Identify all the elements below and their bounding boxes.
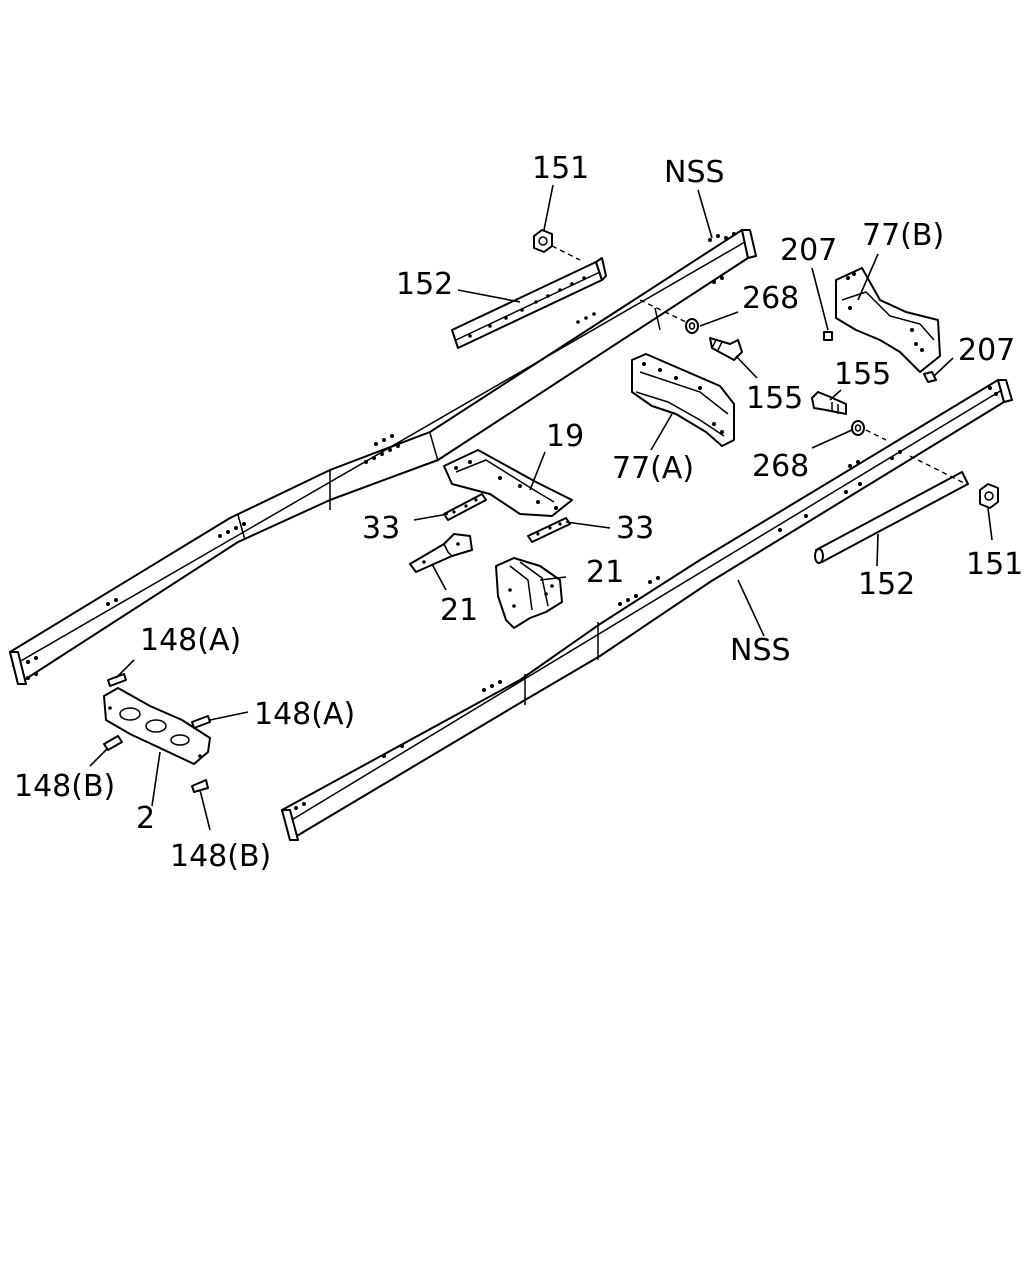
left-rail-holes xyxy=(26,232,736,680)
callout-151-right: 151 xyxy=(966,547,1023,582)
callout-2: 2 xyxy=(136,801,155,836)
callout-148a-right: 148(A) xyxy=(254,697,355,732)
part-148b-bottom xyxy=(191,779,209,793)
reinforcement-152-right xyxy=(814,471,969,564)
callout-21-left: 21 xyxy=(440,593,478,628)
callout-152-right: 152 xyxy=(858,567,915,602)
callout-21-right: 21 xyxy=(586,555,624,590)
callout-33-left: 33 xyxy=(362,511,400,546)
crossmember-19 xyxy=(443,449,573,517)
washer-268-top xyxy=(685,318,699,334)
nut-151-top xyxy=(533,229,553,253)
part-207-right xyxy=(923,371,937,383)
callout-155-right: 155 xyxy=(834,357,891,392)
callout-19: 19 xyxy=(546,419,584,454)
part-148a-right xyxy=(191,715,211,729)
callout-155-top: 155 xyxy=(746,381,803,416)
part-148b-left xyxy=(103,735,123,751)
assembly-lines xyxy=(551,245,967,485)
bolt-155-right xyxy=(811,391,847,415)
callout-148a-top: 148(A) xyxy=(140,623,241,658)
callout-33-right: 33 xyxy=(616,511,654,546)
left-side-rail xyxy=(9,229,757,685)
part-207-top xyxy=(823,331,833,341)
reinforcement-152-top xyxy=(451,257,607,349)
plate-33-left xyxy=(443,493,487,521)
callout-nss-right-rail: NSS xyxy=(730,633,791,668)
leader-lines xyxy=(89,184,993,831)
part-148a-top xyxy=(107,673,127,687)
callout-nss-left-rail: NSS xyxy=(664,155,725,190)
bracket-21-left xyxy=(409,533,473,573)
plate-33-right xyxy=(527,517,571,543)
crossmember-77b xyxy=(835,267,941,373)
callout-152-top: 152 xyxy=(396,267,453,302)
callout-77a: 77(A) xyxy=(612,451,694,486)
bracket-21-right xyxy=(495,557,563,629)
callout-268-right: 268 xyxy=(752,449,809,484)
right-rail-holes xyxy=(294,386,998,810)
callout-151-top: 151 xyxy=(532,151,589,186)
washer-268-right xyxy=(851,420,865,436)
right-side-rail xyxy=(281,379,1013,841)
crossmember-2 xyxy=(103,687,211,765)
nut-151-right xyxy=(979,483,999,509)
callout-148b-left: 148(B) xyxy=(14,769,115,804)
crossmember-77a xyxy=(631,353,735,447)
callout-207-top: 207 xyxy=(780,233,837,268)
bolt-155-top xyxy=(709,337,743,361)
callout-207-right: 207 xyxy=(958,333,1015,368)
callout-77b: 77(B) xyxy=(862,218,944,253)
callout-148b-bottom: 148(B) xyxy=(170,839,271,874)
callout-268-top: 268 xyxy=(742,281,799,316)
